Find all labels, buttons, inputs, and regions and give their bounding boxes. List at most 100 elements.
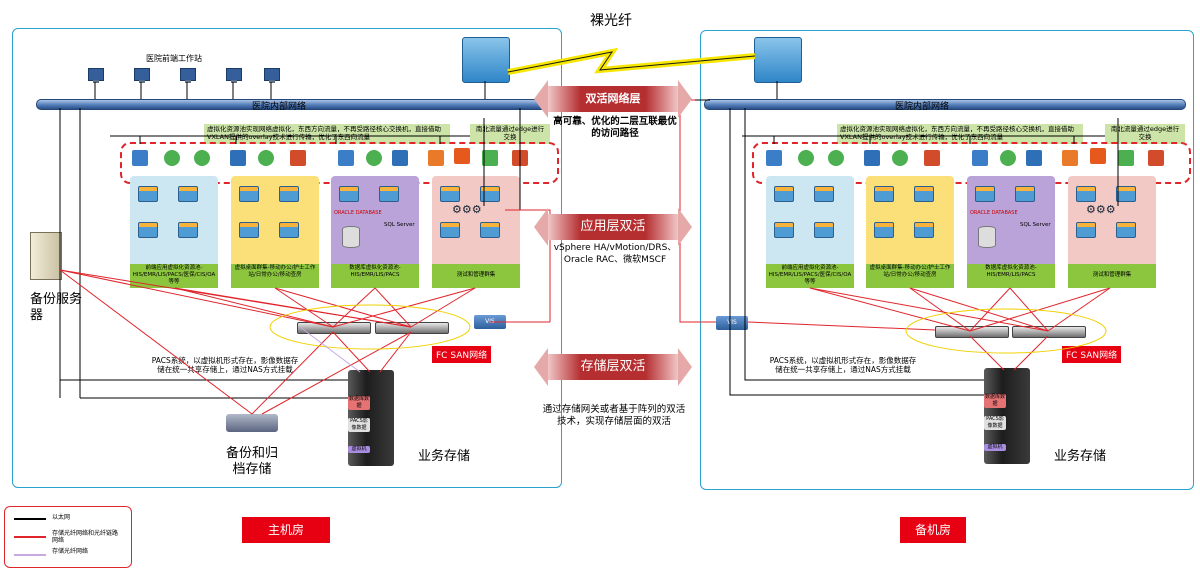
vm-host-icon: [774, 222, 794, 238]
vm-network-note-right: 虚拟化资源池实现网络虚拟化，东西方向流量，不再受路径核心交换机，直接借助VXLA…: [837, 124, 1083, 144]
vm-host-icon: [914, 186, 934, 202]
service-icon: [194, 150, 210, 166]
sqlserver-label-right: SQL Server: [1020, 222, 1051, 228]
backup-archive-label: 备份和归档存储: [225, 446, 278, 477]
hospital-network-label: 医院内部网络: [252, 102, 307, 112]
backup-room-frame: [700, 30, 1194, 490]
san-switch-icon: [375, 322, 449, 334]
storage-tag-pacs-right: PACS影像数据: [984, 416, 1006, 430]
vm-host-icon: [279, 222, 299, 238]
legend-storage-label: 存储光纤网络: [52, 548, 89, 555]
vm-host-icon: [379, 186, 399, 202]
legend-storage-line: [14, 554, 46, 556]
service-icon: [164, 150, 180, 166]
legend-fiber-line: [14, 536, 46, 538]
edge-note-right: 南北流量通过edge进行交换: [1105, 124, 1185, 144]
app-layer-desc: vSphere HA/vMotion/DRS、Oracle RAC、微软MSCF: [553, 243, 677, 265]
core-switch-icon-right: [754, 37, 802, 83]
service-icon: [972, 150, 988, 166]
network-layer-banner: 双活网络层: [534, 80, 692, 118]
main-room-label: 主机房: [242, 517, 330, 543]
oracle-db-label: ORACLE DATABASE: [334, 210, 382, 216]
service-icon: [892, 150, 908, 166]
service-icon: [1026, 150, 1042, 166]
vm-host-icon: [440, 222, 460, 238]
vm-host-icon: [239, 222, 259, 238]
service-icon: [798, 150, 814, 166]
vis-gateway-icon-right: VIS: [716, 316, 748, 330]
vm-host-icon: [874, 186, 894, 202]
workstation-icon: [226, 68, 242, 83]
fc-san-label-right: FC SAN网络: [1062, 346, 1122, 363]
vm-network-note: 虚拟化资源池实现网络虚拟化，东西方向流量，不再受路径核心交换机，直接借助VXLA…: [204, 124, 450, 144]
storage-tag-pacs: PACS影像数据: [348, 418, 370, 432]
service-icon: [258, 150, 274, 166]
service-icon: [366, 150, 382, 166]
pacs-note: PACS系统，以虚拟机形式存在，影像数据存储在统一共享存储上，通过NAS方式挂载: [151, 356, 299, 374]
backup-archive-icon: [226, 414, 278, 432]
database-icon: [978, 226, 996, 248]
vm-host-icon: [279, 186, 299, 202]
business-storage-label: 业务存储: [418, 449, 471, 464]
vm-host-icon: [178, 186, 198, 202]
storage-layer-banner: 存储层双活: [534, 348, 692, 386]
service-icon: [1148, 150, 1164, 166]
desktop-pool-label-right: 虚拟桌面群集-移动办公/护士工作站/日常办公/移动查房: [866, 264, 954, 288]
service-icon: [230, 150, 246, 166]
network-layer-desc: 高可靠、优化的二层互联最优的访问路径: [553, 116, 677, 139]
storage-layer-desc: 通过存储网关或者基于阵列的双活技术，实现存储层面的双活: [542, 404, 686, 427]
legend-box: [4, 506, 132, 568]
vm-host-icon: [178, 222, 198, 238]
workstation-icon: [134, 68, 150, 83]
fiber-label: 裸光纤: [590, 13, 632, 29]
service-icon: [924, 150, 940, 166]
storage-tag-vm-right: 虚拟机: [984, 444, 1006, 451]
vm-host-icon: [814, 186, 834, 202]
vm-host-icon: [339, 186, 359, 202]
desktop-pool-label: 虚拟桌面群集-移动办公/护士工作站/日常办公/移动查房: [231, 264, 319, 288]
service-icon: [1062, 150, 1078, 166]
legend-fiber-label: 存储光纤网络和光纤链路网络: [52, 530, 119, 544]
service-icon: [132, 150, 148, 166]
sqlserver-label: SQL Server: [384, 222, 415, 228]
test-pool-label-right: 测试和管理群集: [1068, 264, 1156, 288]
workstation-icon: [180, 68, 196, 83]
service-icon: [1000, 150, 1016, 166]
workstation-icon: [264, 68, 280, 83]
pacs-note-right: PACS系统，以虚拟机形式存在，影像数据存储在统一共享存储上，通过NAS方式挂载: [769, 356, 917, 374]
legend-ethernet-line: [14, 518, 46, 520]
vm-host-icon: [480, 222, 500, 238]
edge-note: 南北流量通过edge进行交换: [470, 124, 550, 144]
workstation-label: 医院前端工作站: [146, 54, 202, 63]
san-switch-icon: [1012, 326, 1086, 338]
backup-room-label: 备机房: [900, 517, 966, 543]
app-layer-banner: 应用层双活: [534, 208, 692, 246]
frontend-pool-label-right: 前端应用虚拟化资源池-HIS/EMR/LIS/PACS/医保/CIS/OA等等: [766, 264, 854, 288]
business-storage-label-right: 业务存储: [1054, 449, 1107, 464]
vm-host-icon: [914, 222, 934, 238]
vm-host-icon: [480, 186, 500, 202]
gear-icon: ⚙⚙⚙: [452, 203, 482, 216]
storage-tag-vm: 虚拟机: [348, 446, 370, 453]
hospital-network-bar-right: [704, 99, 1186, 110]
vm-host-icon: [1116, 222, 1136, 238]
database-pool-label: 数据库虚拟化资源池-HIS/EMR/LIS/PACS: [331, 264, 419, 288]
backup-server-label: 备份服务器: [30, 292, 83, 323]
database-pool-label-right: 数据库虚拟化资源池-HIS/EMR/LIS/PACS: [967, 264, 1055, 288]
service-icon: [864, 150, 880, 166]
service-icon: [290, 150, 306, 166]
vm-host-icon: [440, 186, 460, 202]
storage-tag-db-right: 数据库数据: [984, 394, 1006, 408]
vm-host-icon: [1116, 186, 1136, 202]
vm-host-icon: [975, 186, 995, 202]
test-pool-label: 测试和管理群集: [432, 264, 520, 288]
vm-host-icon: [774, 186, 794, 202]
service-icon: [482, 150, 498, 166]
service-icon: [766, 150, 782, 166]
vm-host-icon: [1015, 186, 1035, 202]
fiber-link: [507, 47, 756, 75]
vm-host-icon: [1076, 186, 1096, 202]
legend-ethernet-label: 以太网: [52, 514, 71, 521]
vm-host-icon: [239, 186, 259, 202]
